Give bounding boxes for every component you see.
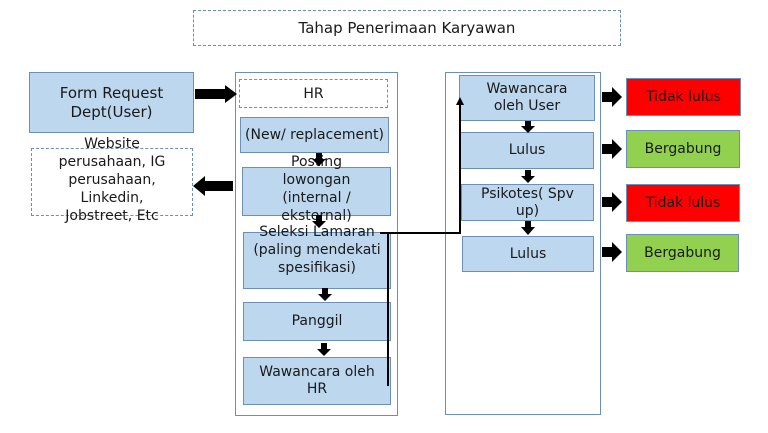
outcome-text: Tidak lulus (645, 195, 721, 211)
hr-step-text: Panggil (291, 313, 343, 329)
outcome-bergabung-1: Bergabung (626, 130, 740, 168)
diagram-title: Tahap Penerimaan Karyawan (193, 10, 621, 46)
user-step-psikotes: Psikotes( Spv up) (461, 184, 594, 221)
arrow-right-icon (602, 139, 622, 159)
outcome-tidak-lulus-2: Tidak lulus (626, 184, 740, 222)
hr-step-text: (New/ replacement) (245, 126, 384, 143)
hr-step-posting-text: Posting lowongan (internal / eksternal) (281, 154, 352, 224)
user-step-wawancara-user: Wawancara oleh User (459, 75, 595, 121)
form-request-text: Form Request Dept(User) (59, 83, 164, 121)
hr-header: HR (239, 79, 388, 108)
arrow-right-icon (602, 242, 622, 262)
hr-step-new-replacement: (New/ replacement) (240, 117, 389, 153)
hr-step-panggil: Panggil (243, 302, 391, 341)
user-step-text: Lulus (508, 142, 546, 158)
user-step-text: Psikotes( Spv up) (481, 185, 574, 219)
outcome-text: Bergabung (644, 141, 722, 157)
user-step-text: Wawancara oleh User (486, 81, 568, 114)
hr-step-wawancara-hr: Wawancara oleh HR (243, 357, 391, 405)
form-request-box: Form Request Dept(User) (29, 72, 194, 133)
outcome-tidak-lulus-1: Tidak lulus (626, 78, 741, 116)
user-step-lulus-1: Lulus (460, 132, 594, 169)
outcome-bergabung-2: Bergabung (626, 234, 739, 272)
user-step-lulus-2: Lulus (462, 236, 594, 272)
arrow-right-icon (602, 192, 622, 212)
hr-step-seleksi (243, 232, 391, 289)
hr-step-seleksi-text: Seleksi Lamaran (paling mendekati spesif… (253, 224, 381, 276)
channels-box (31, 148, 193, 216)
outcome-text: Tidak lulus (646, 89, 721, 105)
channels-text: Website perusahaan, IG perusahaan, Linke… (58, 136, 166, 224)
hr-step-text: Wawancara oleh HR (259, 364, 375, 397)
outcome-text: Bergabung (644, 245, 721, 261)
arrow-left-icon (193, 176, 233, 196)
arrow-right-icon (195, 85, 237, 103)
hr-header-text: HR (303, 85, 324, 102)
user-step-text: Lulus (509, 245, 547, 262)
diagram-title-text: Tahap Penerimaan Karyawan (298, 19, 516, 37)
arrow-right-icon (602, 87, 622, 107)
